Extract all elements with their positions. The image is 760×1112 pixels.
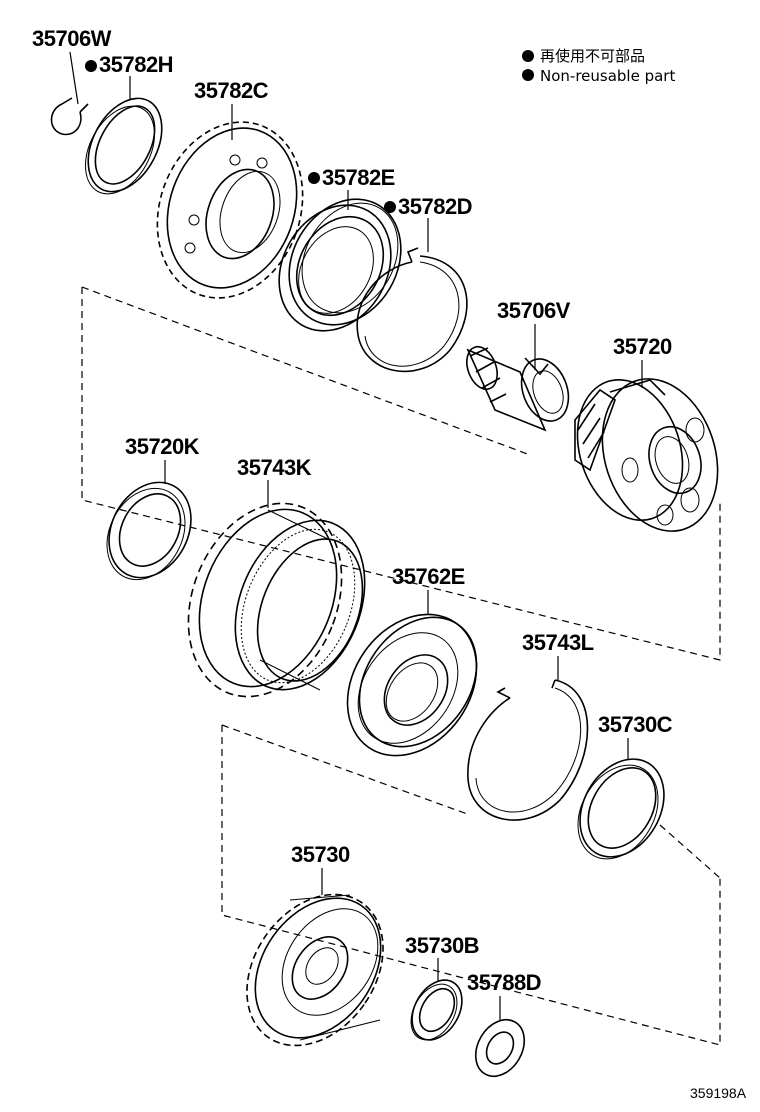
legend-text-ja: 再使用不可部品	[540, 47, 645, 65]
diagram-code: 359198A	[690, 1085, 747, 1101]
label-35706W[interactable]: 35706W	[32, 26, 112, 51]
legend-dot-en	[522, 69, 534, 81]
part-35730-gear[interactable]	[219, 868, 411, 1071]
part-35720-differential-case[interactable]	[560, 364, 736, 546]
label-35782D[interactable]: 35782D	[398, 194, 473, 219]
part-35762E-bearing[interactable]	[321, 589, 503, 780]
non-reusable-dot-35782E	[308, 172, 320, 184]
part-35782E-bearing[interactable]	[257, 179, 423, 351]
label-35730C[interactable]: 35730C	[598, 712, 673, 737]
leader-lines	[69, 51, 643, 1020]
label-35730B[interactable]: 35730B	[405, 933, 480, 958]
part-35730B-bearing[interactable]	[402, 971, 472, 1048]
part-35782H-seal[interactable]	[71, 86, 176, 206]
label-35788D[interactable]: 35788D	[467, 970, 542, 995]
label-35782H[interactable]: 35782H	[99, 52, 174, 77]
part-35788D-washer[interactable]	[466, 1011, 534, 1085]
label-35762E[interactable]: 35762E	[392, 564, 465, 589]
part-35743L-snap-ring[interactable]	[467, 679, 589, 821]
legend: 再使用不可部品 Non-reusable part	[522, 47, 675, 85]
label-35720K[interactable]: 35720K	[125, 434, 200, 459]
label-35743K[interactable]: 35743K	[237, 455, 312, 480]
label-35743L[interactable]: 35743L	[522, 630, 594, 655]
label-35730[interactable]: 35730	[291, 842, 350, 867]
part-35743K-ring-gear[interactable]	[161, 480, 389, 719]
label-35706V[interactable]: 35706V	[497, 298, 571, 323]
leader-35706W	[69, 51, 79, 105]
part-35706W-snap-ring[interactable]	[50, 97, 89, 136]
part-35782D-snap-ring[interactable]	[356, 247, 468, 373]
label-35720[interactable]: 35720	[613, 334, 672, 359]
part-35706V-pinion-shaft[interactable]	[461, 343, 576, 432]
assembly-boundary-lower	[221, 724, 721, 1046]
non-reusable-dot-35782D	[384, 201, 396, 213]
assembly-boundary-upper	[81, 286, 721, 661]
label-35782C[interactable]: 35782C	[194, 78, 269, 103]
part-35720K-washer[interactable]	[92, 468, 207, 593]
part-35730C-seal[interactable]	[562, 744, 681, 873]
legend-dot-ja	[522, 50, 534, 62]
label-35782E[interactable]: 35782E	[322, 165, 395, 190]
part-labels: 35706W 35782H 35782C 35782E 35782D 35706…	[32, 26, 673, 995]
legend-text-en: Non-reusable part	[540, 67, 675, 85]
non-reusable-dot-35782H	[85, 60, 97, 72]
